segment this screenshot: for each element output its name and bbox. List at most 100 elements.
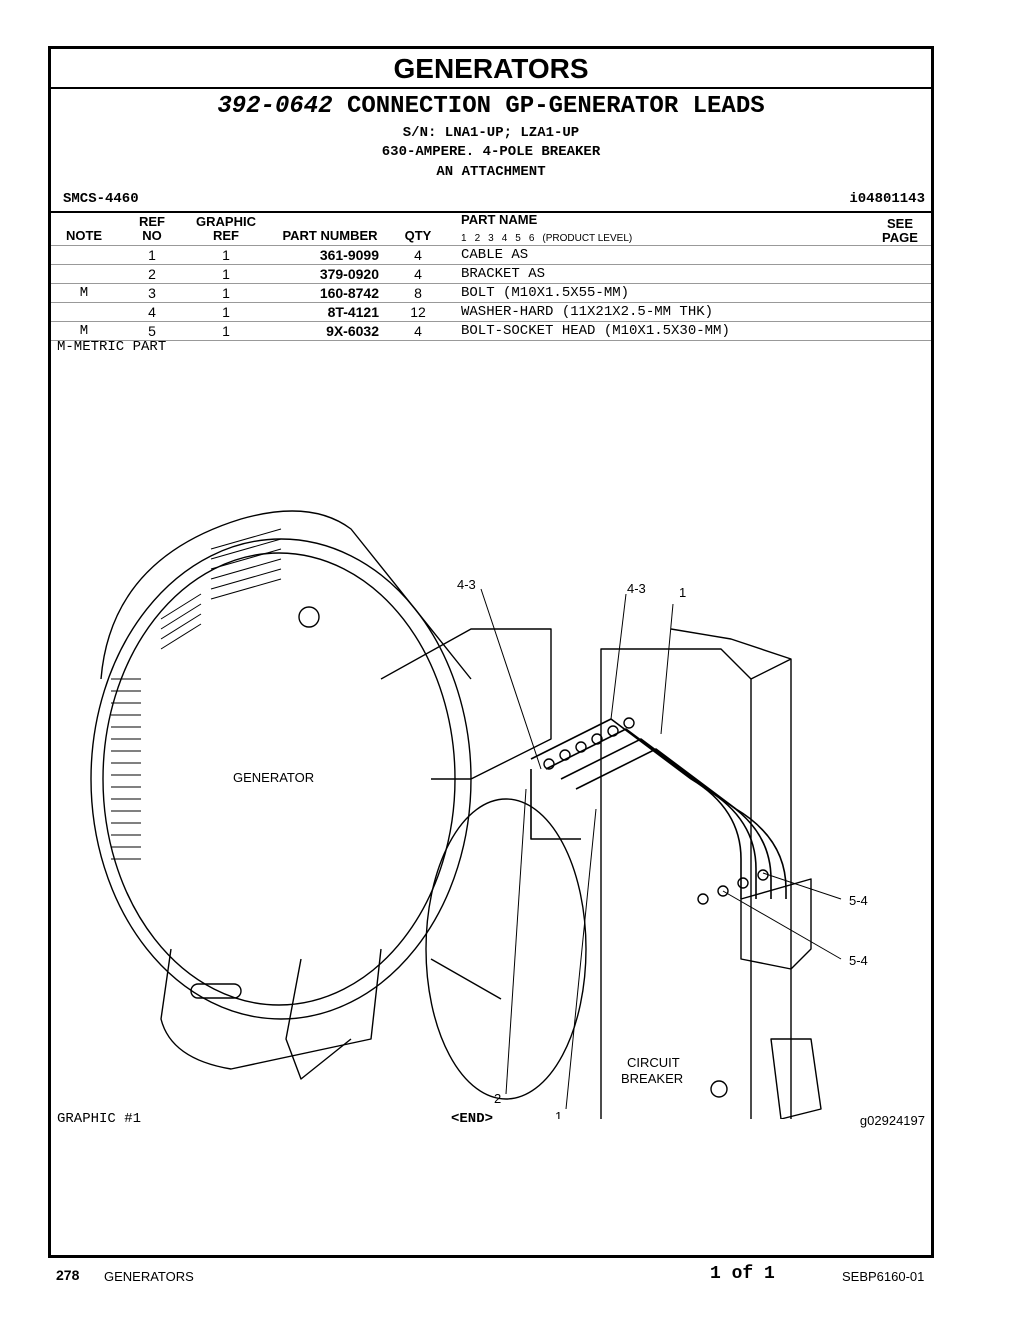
row-graphic-ref: 1 bbox=[222, 266, 230, 282]
adapter-housing bbox=[380, 628, 552, 780]
parts-illustration: GENERATOR CIRCUIT BREAKER 4-3 4-3 1 5-4 … bbox=[90, 510, 868, 1119]
callout-5-4-a: 5-4 bbox=[849, 893, 868, 908]
table-header-rule bbox=[51, 245, 931, 246]
subtitle-breaker: 630-AMPERE. 4-POLE BREAKER bbox=[381, 144, 601, 160]
row-note: M bbox=[79, 323, 89, 339]
generator-foot bbox=[160, 948, 382, 1070]
lifting-eye bbox=[298, 606, 320, 628]
graphic-label: GRAPHIC #1 bbox=[57, 1111, 142, 1127]
metric-note: M-METRIC PART bbox=[57, 339, 167, 355]
level-5: 5 bbox=[515, 233, 521, 244]
level-1: 1 bbox=[461, 233, 467, 244]
row-part-name: BRACKET AS bbox=[461, 266, 546, 282]
row-rule bbox=[51, 264, 931, 265]
callout-1-bottom: 1 bbox=[555, 1109, 562, 1119]
smcs-code: SMCS-4460 bbox=[63, 191, 139, 207]
row-rule bbox=[51, 283, 931, 284]
col-part-name: PART NAME bbox=[461, 212, 538, 227]
generator-cables bbox=[530, 718, 787, 899]
row-part-name: WASHER-HARD (11X21X2.5-MM THK) bbox=[461, 304, 714, 320]
fan-housing bbox=[425, 798, 587, 1100]
breaker-knob bbox=[710, 1080, 728, 1098]
page-title: 392-0642 CONNECTION GP-GENERATOR LEADS bbox=[51, 93, 931, 120]
bolts bbox=[543, 717, 769, 905]
col-part-number: PART NUMBER bbox=[282, 228, 378, 243]
col-ref-top: REF bbox=[139, 214, 165, 229]
table-row: M 3 1 160-8742 8 BOLT (M10X1.5X55-MM) bbox=[51, 284, 931, 302]
row-graphic-ref: 1 bbox=[222, 323, 230, 339]
table-row: 2 1 379-0920 4 BRACKET AS bbox=[51, 265, 931, 283]
label-circuit: CIRCUIT bbox=[627, 1055, 680, 1070]
generator-top-edge bbox=[100, 510, 472, 680]
level-2: 2 bbox=[474, 233, 481, 244]
callout-2: 2 bbox=[494, 1091, 501, 1106]
callout-5-4-b: 5-4 bbox=[849, 953, 868, 968]
label-breaker: BREAKER bbox=[621, 1071, 683, 1086]
row-ref: 5 bbox=[148, 323, 156, 339]
row-part-name: CABLE AS bbox=[461, 247, 529, 263]
table-row: M 5 1 9X-6032 4 BOLT-SOCKET HEAD (M10X1.… bbox=[51, 322, 931, 340]
foot-gusset bbox=[285, 958, 352, 1080]
row-part-number: 160-8742 bbox=[319, 285, 379, 301]
row-ref: 1 bbox=[148, 247, 156, 263]
vent-louvers bbox=[111, 528, 282, 860]
divider bbox=[51, 211, 931, 213]
cable-4 bbox=[575, 748, 787, 899]
label-generator: GENERATOR bbox=[233, 770, 314, 785]
table-row: 1 1 361-9099 4 CABLE AS bbox=[51, 246, 931, 264]
terminal-box bbox=[600, 648, 752, 1119]
cable-1 bbox=[530, 718, 742, 899]
callout-4-3-a: 4-3 bbox=[457, 577, 476, 592]
row-qty: 4 bbox=[414, 266, 422, 282]
row-rule bbox=[51, 340, 931, 341]
breaker-wiring-block bbox=[770, 1038, 822, 1119]
col-note: NOTE bbox=[65, 228, 103, 243]
row-part-name: BOLT (M10X1.5X55-MM) bbox=[461, 285, 630, 301]
table-row: 4 1 8T-4121 12 WASHER-HARD (11X21X2.5-MM… bbox=[51, 303, 931, 321]
footer-doc-number: SEBP6160-01 bbox=[842, 1269, 925, 1284]
col-qty: QTY bbox=[404, 228, 432, 243]
page-footer: 278 GENERATORS 1 of 1 SEBP6160-01 bbox=[0, 1264, 1020, 1288]
terminal-box-top-edge bbox=[750, 658, 792, 680]
housing-brace bbox=[430, 958, 502, 1000]
leader-1-top bbox=[660, 603, 674, 735]
level-3: 3 bbox=[488, 233, 494, 244]
foot-slot bbox=[190, 983, 242, 999]
row-graphic-ref: 1 bbox=[222, 304, 230, 320]
document-id: i04801143 bbox=[849, 191, 925, 207]
leader-5-4-b bbox=[722, 890, 842, 960]
row-graphic-ref: 1 bbox=[222, 247, 230, 263]
generator-drawing bbox=[90, 510, 842, 1119]
row-qty: 4 bbox=[414, 323, 422, 339]
graphic-id: g02924197 bbox=[859, 1113, 925, 1128]
circuit-breaker-body bbox=[740, 878, 812, 970]
row-qty: 12 bbox=[410, 304, 426, 320]
section-header: GENERATORS bbox=[51, 49, 931, 89]
row-ref: 2 bbox=[148, 266, 156, 282]
leader-4-3-a bbox=[480, 588, 542, 770]
title-part-number: 392-0642 bbox=[217, 93, 333, 120]
row-rule bbox=[51, 321, 931, 322]
footer-page-number: 278 bbox=[56, 1267, 80, 1283]
row-qty: 4 bbox=[414, 247, 422, 263]
row-qty: 8 bbox=[414, 285, 422, 301]
footer-page-of: 1 of 1 bbox=[710, 1264, 775, 1284]
row-note: M bbox=[79, 285, 89, 301]
bracket bbox=[530, 769, 581, 840]
row-rule bbox=[51, 302, 931, 303]
end-marker: <END> bbox=[451, 1111, 494, 1127]
diagram-labels: GENERATOR CIRCUIT BREAKER 4-3 4-3 1 5-4 … bbox=[233, 577, 868, 1119]
leader-5-4-a bbox=[762, 872, 842, 900]
row-part-number: 361-9099 bbox=[319, 247, 379, 263]
leader-2 bbox=[505, 788, 527, 1095]
col-see-bottom: PAGE bbox=[882, 230, 918, 245]
leader-4-3-b bbox=[610, 593, 627, 720]
callout-4-3-b: 4-3 bbox=[627, 581, 646, 596]
callout-1-top: 1 bbox=[679, 585, 686, 600]
row-part-number: 9X-6032 bbox=[326, 323, 379, 339]
row-ref: 4 bbox=[148, 304, 156, 320]
col-ref-bottom: NO bbox=[142, 228, 162, 243]
row-part-number: 379-0920 bbox=[319, 266, 379, 282]
leader-1-bottom bbox=[565, 808, 597, 1110]
